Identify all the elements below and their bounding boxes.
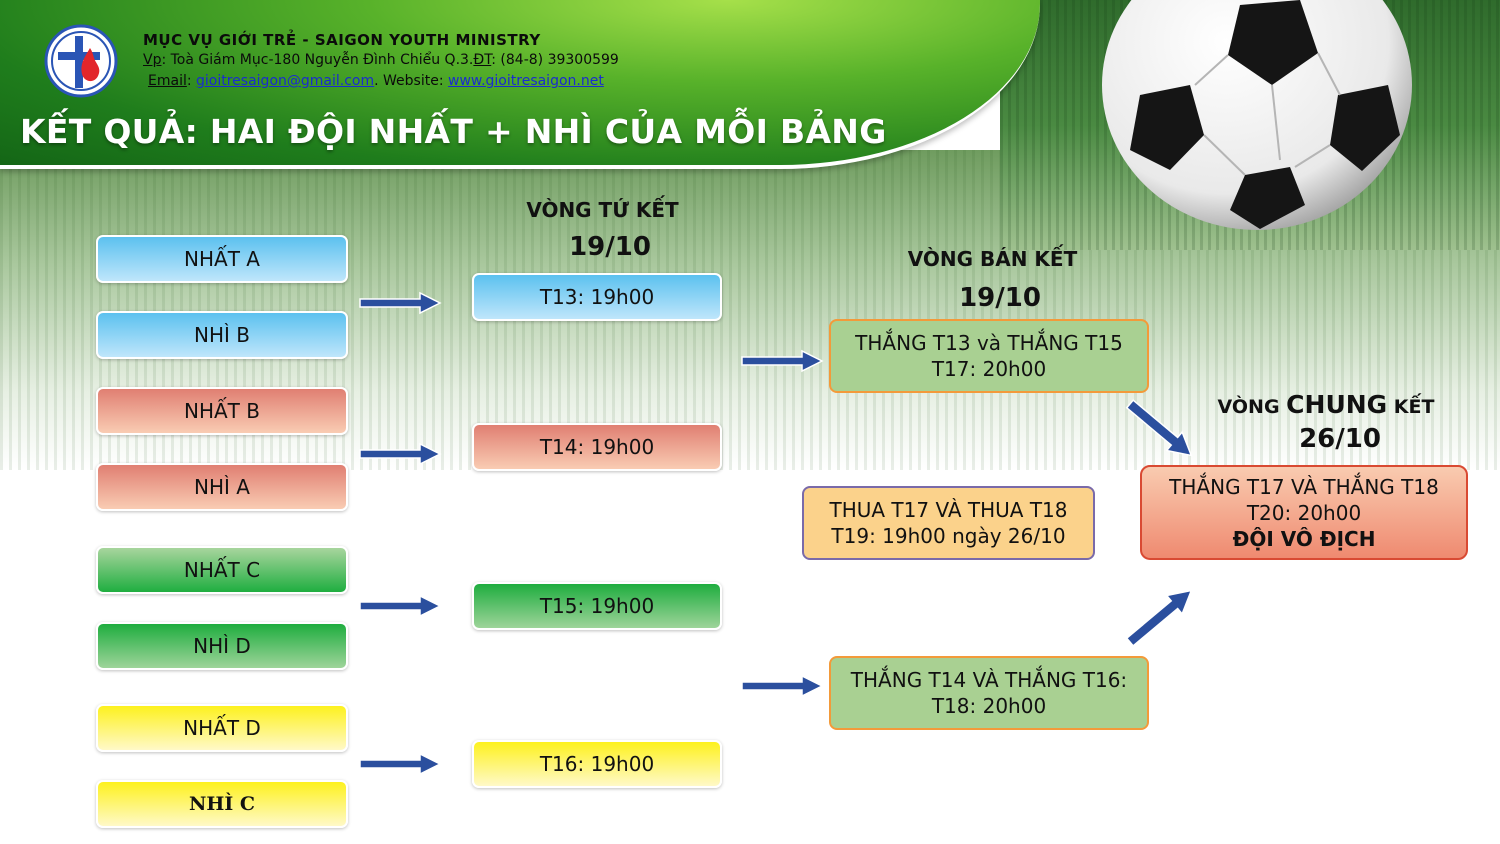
semifinal-t17-teams: THẮNG T13 và THẮNG T15	[855, 331, 1123, 355]
arrow-right-icon	[359, 291, 442, 315]
header-banner: MỤC VỤ GIỚI TRẺ - SAIGON YOUTH MINISTRY …	[0, 0, 1040, 169]
address-line: Vp: Toà Giám Mục-180 Nguyễn Đình Chiểu Q…	[143, 52, 619, 68]
final-label-suffix: KẾT	[1387, 396, 1435, 418]
organization-name: MỤC VỤ GIỚI TRẺ - SAIGON YOUTH MINISTRY	[143, 31, 541, 49]
semifinal-t18-teams: THẮNG T14 VÀ THẮNG T16:	[850, 668, 1128, 692]
quarterfinal-label: VÒNG TỨ KẾT	[526, 198, 679, 222]
arrow-right-icon	[359, 594, 442, 618]
email-label: Email	[148, 73, 187, 89]
final-teams: THẮNG T17 VÀ THẮNG T18	[1169, 474, 1439, 499]
third-place-teams: THUA T17 VÀ THUA T18	[829, 498, 1068, 522]
final-label: VÒNG CHUNG KẾT	[1200, 390, 1452, 419]
semifinal-box-t17: THẮNG T13 và THẮNG T15 T17: 20h00	[829, 319, 1149, 393]
semifinal-t17-time: T17: 20h00	[931, 357, 1047, 381]
address-text: : Toà Giám Mục-180 Nguyễn Đình Chiểu Q.3…	[161, 52, 474, 68]
final-time: T20: 20h00	[1246, 500, 1362, 525]
website-label: . Website:	[374, 73, 449, 89]
team-box-nhat-a: NHẤT A	[96, 235, 348, 283]
team-box-nhi-c: NHÌ C	[96, 780, 348, 828]
champion-label: ĐỘI VÔ ĐỊCH	[1232, 526, 1376, 551]
match-box-t16: T16: 19h00	[472, 740, 722, 788]
semifinal-box-t18: THẮNG T14 VÀ THẮNG T16: T18: 20h00	[829, 656, 1149, 730]
semifinal-t18-time: T18: 20h00	[931, 694, 1047, 718]
contact-line: Email: gioitresaigon@gmail.com. Website:…	[148, 73, 604, 89]
phone-label: ĐT	[473, 52, 492, 68]
match-box-t13: T13: 19h00	[472, 273, 722, 321]
email-link[interactable]: gioitresaigon@gmail.com	[196, 73, 375, 89]
semifinal-date: 19/10	[959, 283, 1041, 313]
office-label: Vp	[143, 52, 162, 68]
final-label-main: CHUNG	[1286, 390, 1388, 419]
arrow-right-icon	[741, 349, 824, 373]
arrow-right-icon	[359, 752, 442, 776]
semifinal-label: VÒNG BÁN KẾT	[907, 247, 1078, 271]
arrow-up-right-icon	[1125, 590, 1193, 647]
arrow-right-icon	[741, 674, 824, 698]
third-place-box: THUA T17 VÀ THUA T18 T19: 19h00 ngày 26/…	[802, 486, 1095, 560]
team-box-nhat-b: NHẤT B	[96, 387, 348, 435]
match-box-t15: T15: 19h00	[472, 582, 722, 630]
final-label-prefix: VÒNG	[1217, 396, 1287, 418]
team-box-nhat-c: NHẤT C	[96, 546, 348, 594]
phone-number: : (84-8) 39300599	[491, 52, 619, 68]
final-date: 26/10	[1299, 424, 1381, 454]
team-box-nhi-a: NHÌ A	[96, 463, 348, 511]
team-box-nhi-d: NHÌ D	[96, 622, 348, 670]
page-title: KẾT QUẢ: HAI ĐỘI NHẤT + NHÌ CỦA MỖI BẢNG	[20, 112, 887, 151]
quarterfinal-date: 19/10	[569, 232, 651, 262]
soccer-ball-icon	[1102, 0, 1412, 230]
website-link[interactable]: www.gioitresaigon.net	[448, 73, 604, 89]
match-box-t14: T14: 19h00	[472, 423, 722, 471]
team-box-nhi-b: NHÌ B	[96, 311, 348, 359]
third-place-time: T19: 19h00 ngày 26/10	[831, 524, 1066, 548]
arrow-down-right-icon	[1125, 399, 1193, 457]
team-box-nhat-d: NHẤT D	[96, 704, 348, 752]
arrow-right-icon	[359, 442, 442, 466]
final-box-t20: THẮNG T17 VÀ THẮNG T18 T20: 20h00 ĐỘI VÔ…	[1140, 465, 1468, 560]
ministry-logo-icon	[44, 24, 118, 98]
